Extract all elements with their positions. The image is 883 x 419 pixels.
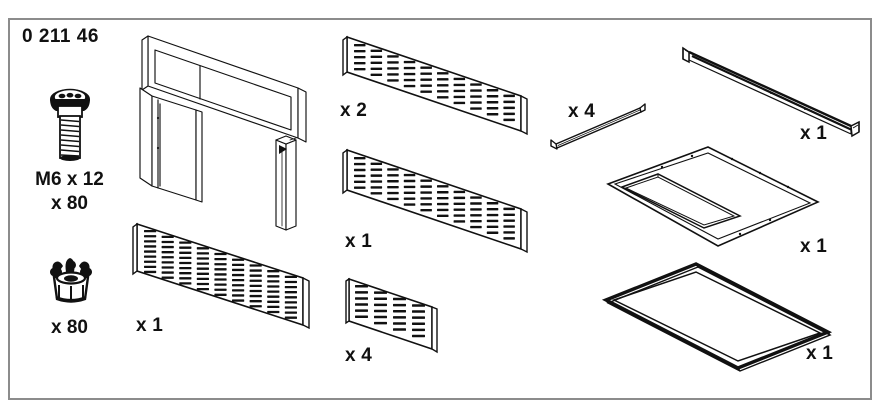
part-number: 0 211 46: [22, 26, 99, 47]
short-mounting-rail: [550, 103, 646, 150]
perforated-panel-wide-mid: [342, 148, 528, 254]
top-cover-plate: [606, 146, 820, 247]
long-mounting-rail-quantity: x 1: [800, 123, 828, 144]
perforated-panel-small: [345, 277, 438, 354]
perforated-panel-wide-mid-quantity: x 1: [345, 231, 373, 252]
perforated-panel-tall: [132, 222, 310, 330]
top-cover-plate-quantity: x 1: [800, 236, 828, 257]
bolt-spec-label: M6 x 12: [35, 169, 104, 190]
hex-flange-bolt-icon: [50, 88, 90, 161]
cage-nut-icon: [50, 258, 92, 303]
base-frame: [601, 262, 833, 372]
base-frame-quantity: x 1: [806, 343, 834, 364]
bolt-spec-caption: M6 x 12 x 80: [12, 168, 127, 216]
nut-quantity-caption: x 80: [12, 316, 127, 340]
perforated-panel-tall-quantity: x 1: [136, 315, 164, 336]
corner-bracket-assembly: [139, 35, 307, 231]
nut-quantity-label: x 80: [51, 317, 88, 338]
short-mounting-rail-quantity: x 4: [568, 101, 596, 122]
perforated-panel-wide-top: [342, 35, 528, 136]
perforated-panel-wide-top-quantity: x 2: [340, 100, 368, 121]
bolt-quantity-label: x 80: [51, 192, 88, 214]
perforated-panel-small-quantity: x 4: [345, 345, 373, 366]
long-mounting-rail: [682, 46, 860, 138]
